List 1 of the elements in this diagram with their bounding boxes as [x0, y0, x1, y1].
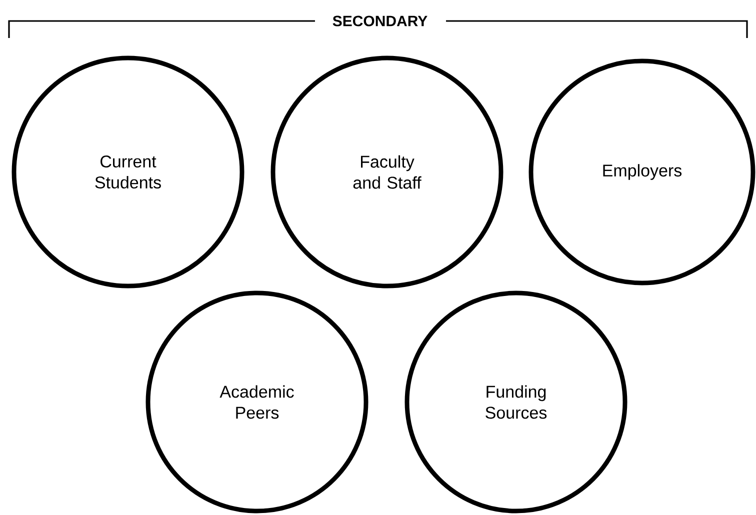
title: SECONDARY	[332, 16, 428, 26]
